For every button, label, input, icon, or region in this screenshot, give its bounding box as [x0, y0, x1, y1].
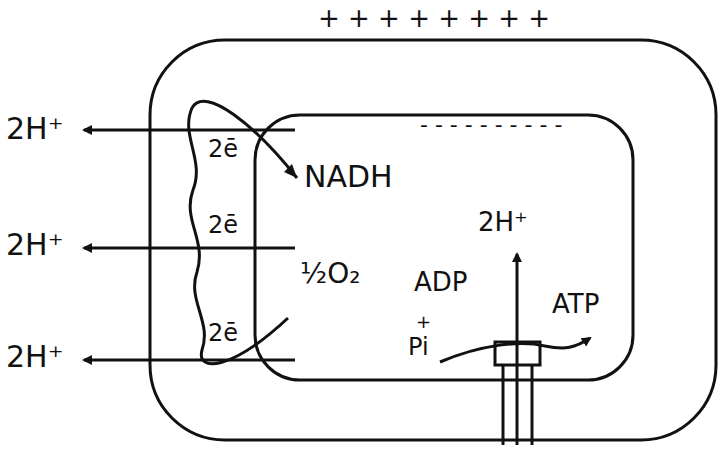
phosphate-label: Pi — [408, 334, 429, 362]
proton-label: 2H⁺ — [6, 340, 63, 375]
atp-synthase-stalk — [502, 365, 505, 445]
membrane-charge: - - - - - - - - - - — [420, 112, 562, 137]
oxygen-label: ½O₂ — [300, 258, 360, 290]
electron-label: 2ē — [208, 212, 238, 240]
proton-label: 2H⁺ — [6, 228, 63, 263]
phosphorylation-arrow — [440, 338, 590, 362]
electron-arrowhead — [284, 164, 297, 178]
plus-sign: + — [416, 312, 431, 333]
proton-arrow — [84, 359, 295, 362]
proton-channel-arrow — [516, 254, 519, 445]
product-label: ATP — [552, 290, 599, 320]
electron-path — [189, 101, 297, 363]
proton-label: 2H⁺ — [6, 112, 63, 147]
substrate-label: NADH — [304, 160, 393, 195]
proton-label: 2H⁺ — [478, 208, 528, 238]
proton-arrow — [84, 247, 295, 250]
electron-label: 2ē — [208, 136, 238, 164]
outer-membrane — [150, 40, 716, 440]
electron-label: 2ē — [208, 320, 238, 348]
substrate-label: ADP — [414, 268, 468, 298]
atp-synthase-stalk — [531, 365, 534, 445]
inner-membrane — [255, 115, 633, 380]
membrane-charge: + + + + + + + + — [318, 4, 550, 34]
